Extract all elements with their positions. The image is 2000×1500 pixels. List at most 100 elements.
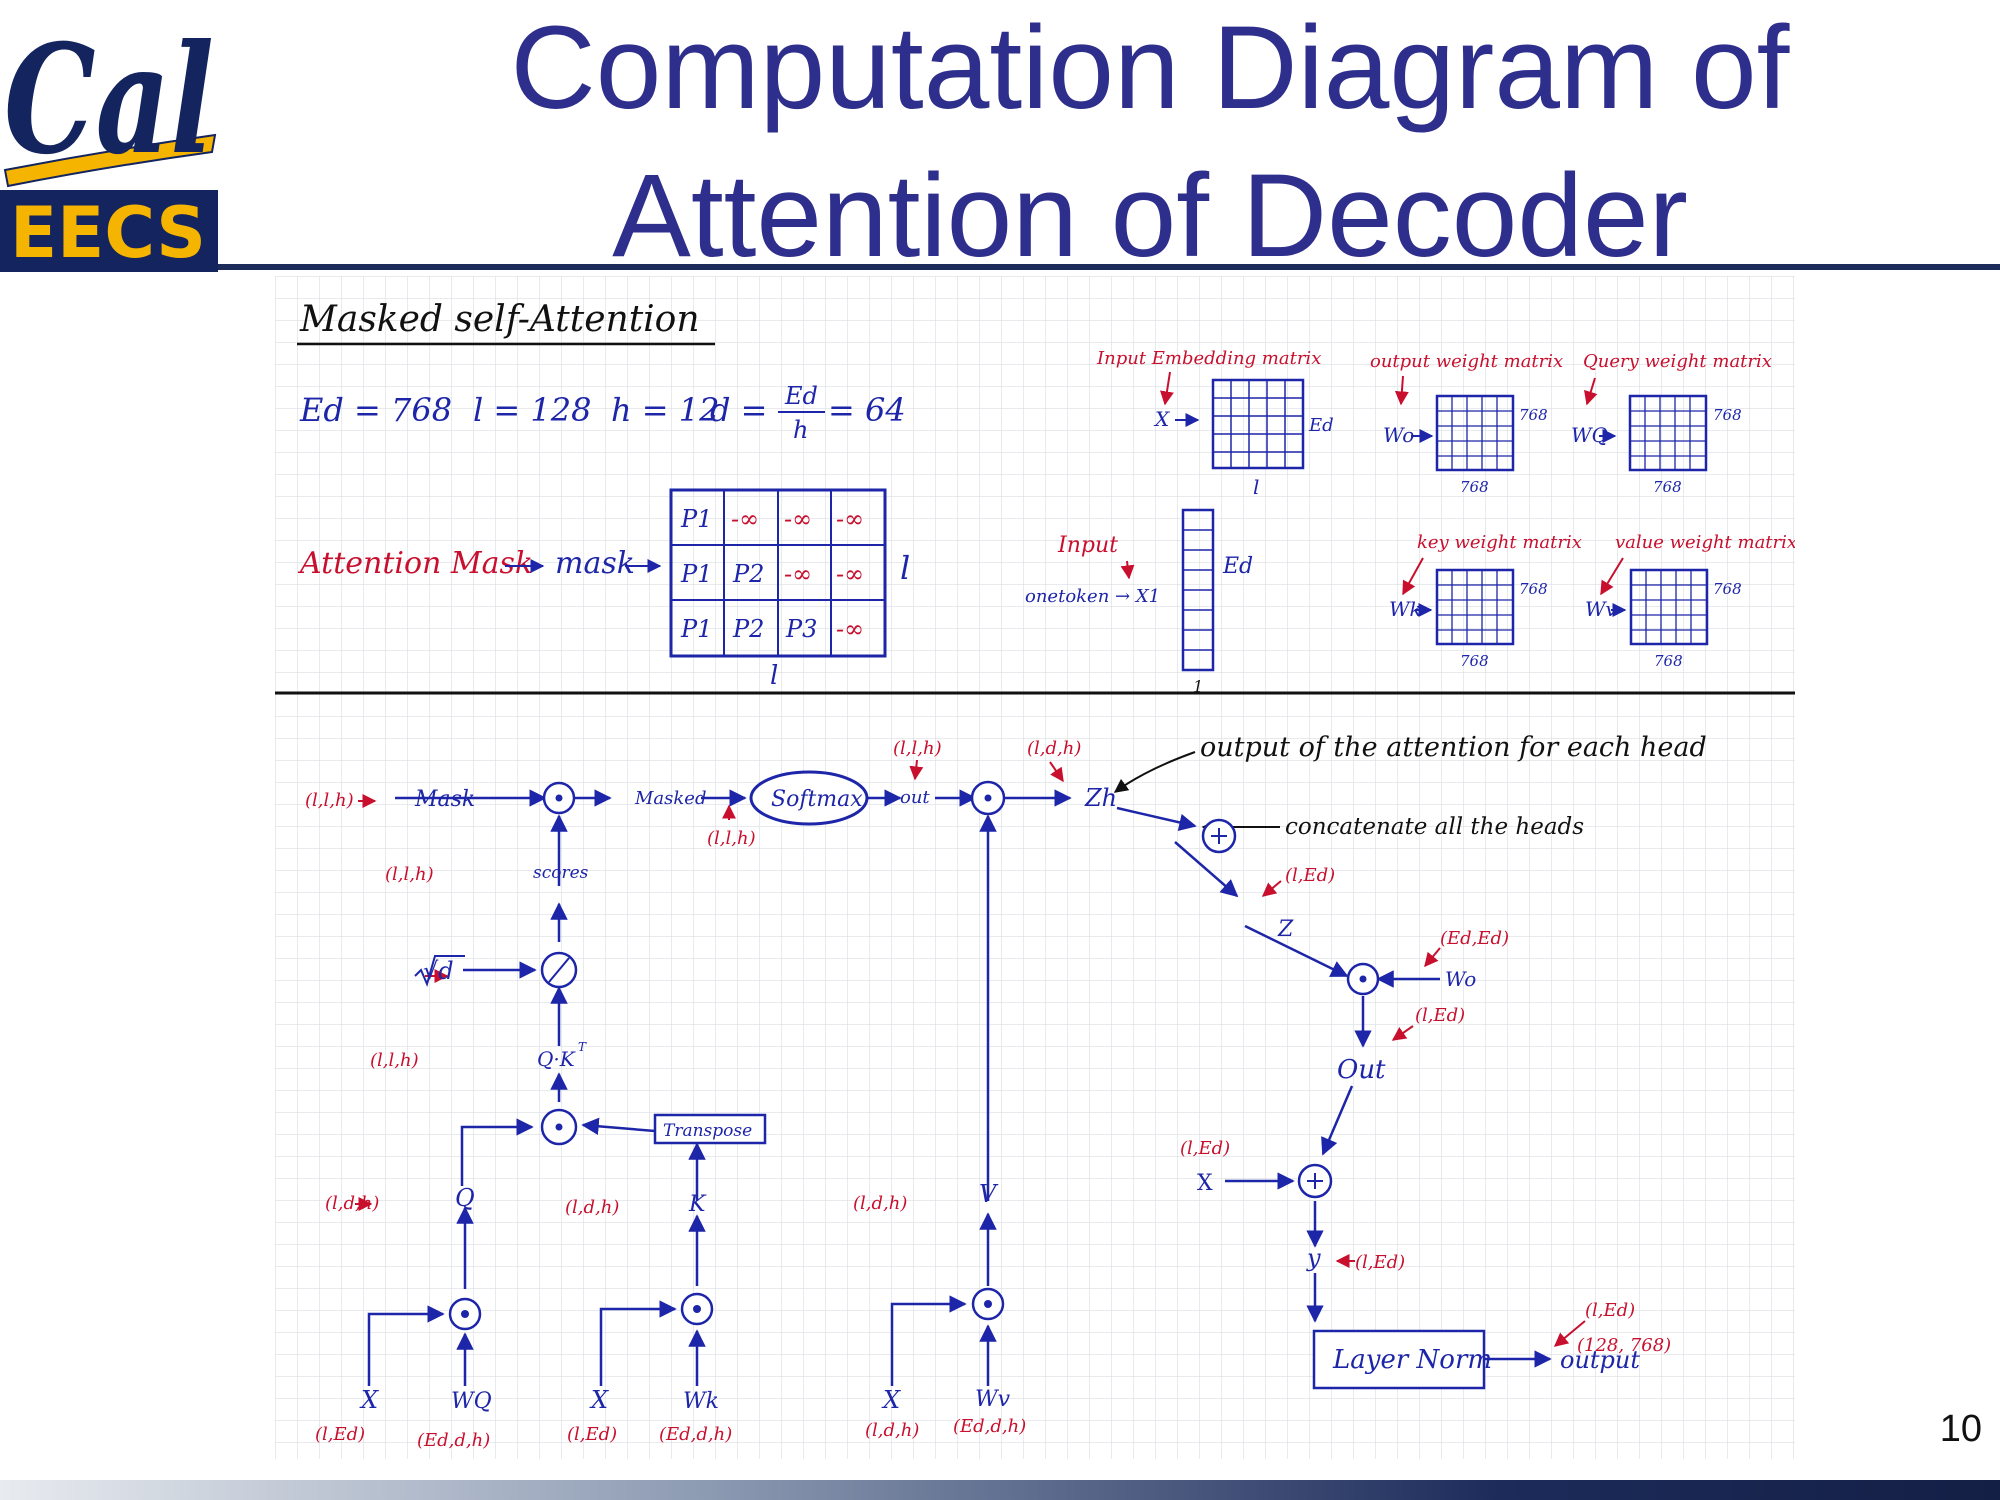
concat-note: concatenate all the heads (1285, 814, 1584, 840)
bottom-x2-label: X (589, 1386, 609, 1414)
slide-title: Computation Diagram of Attention of Deco… (420, 0, 1880, 290)
mask-cell-2-0: P1 (680, 615, 712, 643)
param-d-rhs: = 64 (828, 391, 906, 429)
mask-cell-0-2: -∞ (784, 505, 812, 533)
bottom-x3-label: X (881, 1386, 901, 1414)
qk-label: Q·K (537, 1047, 576, 1071)
softmax-label: Softmax (771, 787, 863, 812)
v-shape: (l,d,h) (853, 1193, 907, 1214)
slide-title-line2: Attention of Decoder (612, 150, 1688, 282)
param-ed: Ed = 768 (299, 391, 452, 429)
weight-dim-output-right: 768 (1519, 406, 1548, 424)
zh-note: output of the attention for each head (1200, 732, 1707, 763)
vector-one-label: 1 (1193, 677, 1203, 696)
handwritten-diagram: Masked self-Attention Ed = 768 l = 128 h… (275, 276, 1795, 1459)
weight-dim-value-bottom: 768 (1654, 652, 1683, 670)
logo-eecs-box (0, 190, 218, 272)
zh-label: Zh (1084, 784, 1117, 812)
sqrt-d-label: √d (423, 957, 454, 985)
layer-norm-box (1312, 1329, 1486, 1390)
embedding-x-label: X (1153, 407, 1170, 431)
param-d-den: h (793, 416, 808, 444)
weight-caption-query: Query weight matrix (1583, 351, 1772, 372)
wo-label: Wo (1445, 967, 1476, 991)
bottom-x2-shape: (l,Ed) (567, 1424, 617, 1445)
vector-ed-label: Ed (1222, 554, 1253, 579)
mask-label: Mask (414, 787, 475, 812)
output-shape-1: (l,Ed) (1585, 1300, 1635, 1321)
title-rule (218, 264, 2000, 270)
param-d-lhs: d = (710, 391, 767, 429)
mask-cell-0-1: -∞ (731, 505, 759, 533)
k-label: K (688, 1192, 707, 1217)
weight-dim-key-bottom: 768 (1460, 652, 1489, 670)
logo-eecs-text: EECS (10, 192, 206, 274)
input-embedding-label: Input Embedding matrix (1096, 348, 1321, 369)
slide-title-line1: Computation Diagram of (510, 2, 1790, 134)
y-shape: (l,Ed) (1355, 1252, 1405, 1273)
logo-cal-text: Cal (4, 12, 214, 188)
mask-cell-0-0: P1 (680, 505, 712, 533)
bottom-x1-shape: (l,Ed) (315, 1424, 365, 1445)
param-h: h = 12 (611, 391, 719, 429)
zh-shape: (l,d,h) (1027, 738, 1081, 759)
out-shape: (l,Ed) (1415, 1005, 1465, 1026)
scores-shape: (l,l,h) (385, 864, 434, 885)
weight-symbol-output: Wo (1383, 423, 1414, 447)
mask-cell-2-2: P3 (785, 615, 817, 643)
out-top-label: out (900, 787, 930, 808)
qk-sup: T (578, 1040, 587, 1054)
page-number: 10 (1939, 1408, 1982, 1450)
bottom-x1-label: X (359, 1386, 379, 1414)
layer-norm-label: Layer Norm (1332, 1345, 1492, 1375)
out-top-shape: (l,l,h) (893, 738, 942, 759)
output-label: output (1560, 1346, 1640, 1374)
q-label: Q (455, 1184, 475, 1212)
weight-matrix-output: output weight matrix Wo 768 768 (1370, 351, 1563, 496)
transpose-label: Transpose (663, 1121, 752, 1141)
weight-dim-key-right: 768 (1519, 580, 1548, 598)
embedding-ed-label: Ed (1308, 415, 1334, 436)
logo-swoosh (3, 133, 217, 188)
weight-matrix-value: value weight matrix Wv 768 768 (1585, 532, 1795, 670)
bottom-wv-label: Wv (975, 1387, 1011, 1412)
z-shape: (l,Ed) (1285, 865, 1335, 886)
embedding-matrix (1211, 378, 1305, 470)
bottom-wq-label: WQ (451, 1389, 492, 1414)
scores-label: scores (533, 863, 589, 883)
z-label: Z (1277, 917, 1294, 942)
weight-dim-query-right: 768 (1713, 406, 1742, 424)
mask-cell-0-3: -∞ (836, 505, 864, 533)
bottom-wq-shape: (Ed,d,h) (417, 1430, 490, 1451)
mask-cell-2-1: P2 (732, 615, 764, 643)
weight-dim-query-bottom: 768 (1653, 478, 1682, 496)
mask-shape: (l,l,h) (305, 790, 354, 811)
mask-word: mask (555, 546, 635, 581)
bottom-wk-label: Wk (683, 1389, 719, 1414)
notes-heading: Masked self-Attention (299, 299, 700, 340)
weight-matrix-key: key weight matrix Wk 768 768 (1389, 532, 1582, 670)
mask-cell-1-1: P2 (732, 560, 764, 588)
param-d-num: Ed (784, 382, 818, 410)
mask-cell-1-3: -∞ (836, 560, 864, 588)
softmax-node (749, 770, 869, 826)
output-shape-2: (128, 768) (1577, 1335, 1671, 1356)
weight-dim-output-bottom: 768 (1460, 478, 1489, 496)
onetoken-label: onetoken → X1 (1025, 586, 1160, 607)
weight-caption-output: output weight matrix (1370, 351, 1563, 372)
masked-shape: (l,l,h) (707, 828, 756, 849)
x-residual-label: X (1197, 1171, 1213, 1196)
bottom-wk-shape: (Ed,d,h) (659, 1424, 732, 1445)
v-label: V (979, 1180, 999, 1208)
out-label: Out (1337, 1055, 1386, 1085)
weight-dim-value-right: 768 (1713, 580, 1742, 598)
param-l: l = 128 (473, 391, 591, 429)
masked-label: Masked (634, 788, 706, 809)
wo-shape: (Ed,Ed) (1440, 928, 1509, 949)
y-label: y (1306, 1244, 1321, 1272)
mask-cell-1-2: -∞ (784, 560, 812, 588)
attention-mask-label: Attention Mask (297, 546, 533, 581)
sqrt-symbol (414, 955, 465, 987)
k-shape: (l,d,h) (565, 1197, 619, 1218)
q-shape: (l,d,h) (325, 1193, 379, 1214)
